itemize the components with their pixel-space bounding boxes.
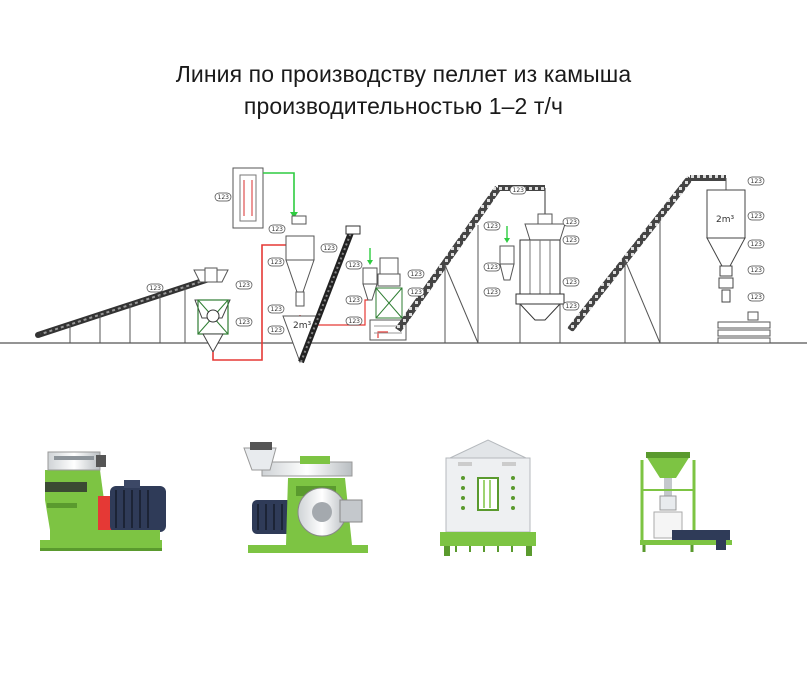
svg-text:123: 123	[239, 282, 251, 289]
svg-text:123: 123	[218, 194, 230, 201]
svg-text:123: 123	[751, 267, 763, 274]
belt-conveyor	[35, 275, 213, 343]
svg-text:123: 123	[271, 259, 283, 266]
svg-text:123: 123	[566, 303, 578, 310]
bin-capacity-1: 2m³	[293, 321, 311, 331]
hammer-mill-illustration	[40, 451, 166, 551]
svg-text:123: 123	[751, 178, 763, 185]
svg-text:123: 123	[751, 241, 763, 248]
svg-text:123: 123	[349, 297, 361, 304]
svg-text:123: 123	[411, 289, 423, 296]
screw-conveyor	[298, 225, 361, 364]
svg-text:123: 123	[751, 294, 763, 301]
packing-machine-illustration	[640, 452, 732, 552]
air-line-1	[263, 172, 295, 214]
finished-product-bin: 2m³	[706, 189, 771, 344]
svg-text:123: 123	[566, 237, 578, 244]
title-line-1: Линия по производству пеллет из камыша	[175, 61, 632, 87]
pellet-mill-unit	[362, 248, 407, 341]
cyclone-separator: 2m³	[282, 215, 319, 364]
counterflow-cooler-illustration	[440, 439, 536, 556]
control-cabinet	[232, 167, 264, 229]
title-line-2: производительностью 1–2 т/ч	[243, 93, 564, 119]
svg-text:123: 123	[349, 318, 361, 325]
counterflow-cooler-unit	[499, 213, 566, 343]
svg-text:123: 123	[487, 289, 499, 296]
svg-text:123: 123	[487, 223, 499, 230]
svg-text:123: 123	[487, 264, 499, 271]
svg-text:123: 123	[751, 213, 763, 220]
svg-text:123: 123	[349, 262, 361, 269]
svg-text:123: 123	[271, 306, 283, 313]
svg-text:123: 123	[411, 271, 423, 278]
pneumatic-pipe-3	[377, 331, 388, 338]
hammer-mill-unit	[193, 267, 231, 354]
svg-text:123: 123	[239, 319, 251, 326]
svg-text:123: 123	[566, 219, 578, 226]
svg-text:123: 123	[566, 279, 578, 286]
svg-text:123: 123	[271, 327, 283, 334]
bucket-elevator-2	[567, 175, 727, 344]
svg-text:123: 123	[513, 187, 525, 194]
svg-text:123: 123	[324, 245, 336, 252]
pellet-mill-illustration	[243, 442, 368, 553]
svg-text:123: 123	[150, 285, 162, 292]
callout-tags: 123 123 123 123 123 123 123 123 123 123 …	[146, 176, 765, 335]
diagram-title: Линия по производству пеллет из камыша п…	[0, 58, 807, 122]
svg-text:123: 123	[272, 226, 284, 233]
bin-capacity-2: 2m³	[716, 215, 734, 225]
